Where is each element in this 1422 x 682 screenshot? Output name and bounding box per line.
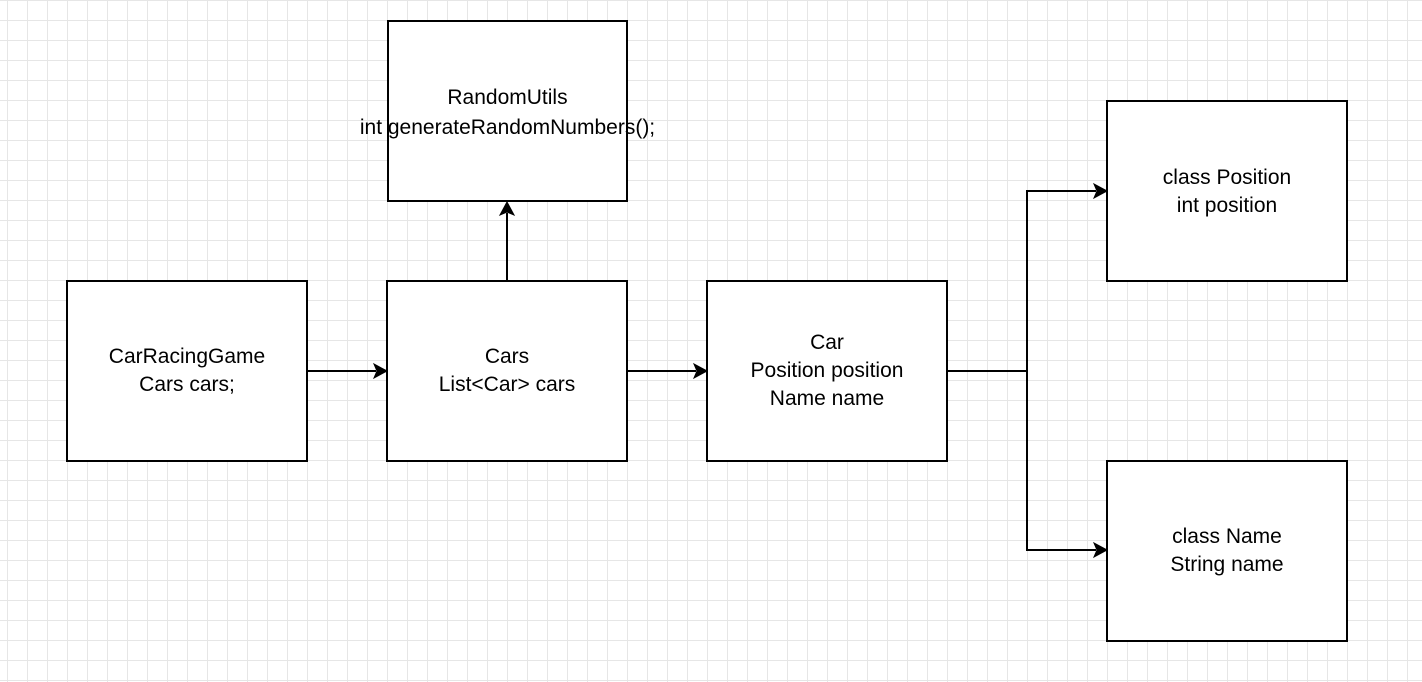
edge-car-to-position — [947, 190, 1096, 372]
carracinggame-field: Cars cars; — [139, 373, 235, 396]
position-class-node[interactable]: class Position int position — [1106, 100, 1348, 282]
car-name-field: Name name — [769, 387, 885, 410]
car-title: Car — [810, 331, 844, 354]
arrowhead-to-randomutils — [498, 200, 516, 217]
arrowhead-to-car — [692, 362, 709, 380]
car-node[interactable]: Car Position position Name name — [706, 280, 948, 462]
carracinggame-node[interactable]: CarRacingGame Cars cars; — [66, 280, 308, 462]
name-class-title: class Name — [1172, 525, 1282, 548]
arrowhead-to-cars — [372, 362, 389, 380]
randomutils-node[interactable]: RandomUtils int generateRandomNumbers(); — [360, 20, 655, 202]
name-class-node[interactable]: class Name String name — [1106, 460, 1348, 642]
randomutils-title: RandomUtils — [447, 86, 568, 109]
arrowhead-to-name — [1092, 541, 1109, 559]
randomutils-method: int generateRandomNumbers(); — [359, 116, 656, 139]
position-class-title: class Position — [1162, 166, 1292, 189]
arrowhead-to-position — [1092, 182, 1109, 200]
position-class-field: int position — [1176, 194, 1278, 217]
name-class-field: String name — [1170, 553, 1284, 576]
edge-car-to-name — [1026, 371, 1096, 551]
car-position-field: Position position — [750, 359, 904, 382]
cars-title: Cars — [484, 345, 530, 368]
cars-field: List<Car> cars — [438, 373, 576, 396]
cars-node[interactable]: Cars List<Car> cars — [386, 280, 628, 462]
carracinggame-title: CarRacingGame — [108, 345, 266, 368]
